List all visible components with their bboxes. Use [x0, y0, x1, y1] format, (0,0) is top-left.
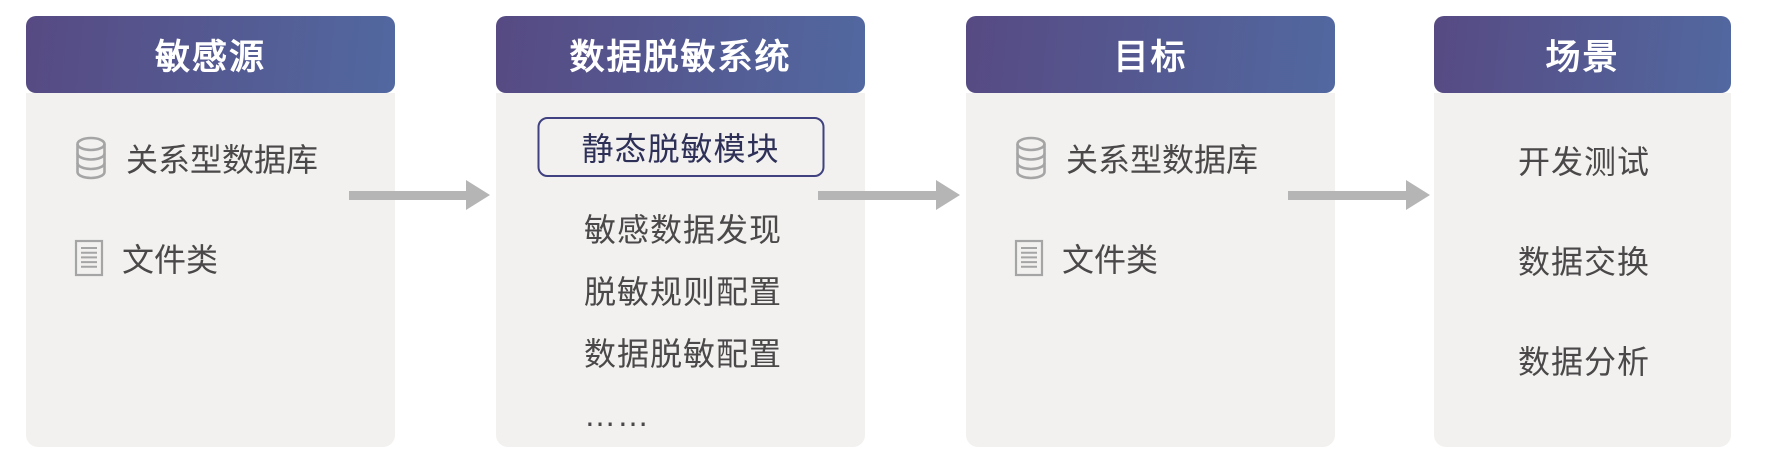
card-title-masking-system: 数据脱敏系统 [496, 16, 865, 93]
list-item-ellipsis: …… [584, 396, 650, 433]
list-item: 关系型数据库 [1014, 134, 1258, 182]
list-item: 文件类 [1014, 234, 1158, 282]
list-item-label: 文件类 [122, 242, 219, 278]
card-body-sensitive-source: 关系型数据库 文件类 [26, 93, 395, 447]
card-sensitive-source: 敏感源 关系型数据库 [26, 16, 395, 447]
highlight-box-label: 静态脱敏模块 [581, 131, 780, 167]
static-masking-module-box: 静态脱敏模块 [537, 117, 824, 177]
list-item: 数据交换 [1518, 244, 1651, 280]
list-item: 敏感数据发现 [584, 212, 783, 248]
card-body-target: 关系型数据库 文件类 [966, 93, 1335, 447]
card-target: 目标 关系型数据库 [966, 16, 1335, 447]
list-item: 关系型数据库 [74, 134, 318, 182]
list-item-label: 关系型数据库 [1066, 142, 1259, 178]
list-item: 文件类 [74, 234, 218, 282]
file-icon [74, 239, 104, 277]
list-item: 开发测试 [1518, 144, 1651, 180]
database-icon [1014, 136, 1048, 180]
list-item-label: 关系型数据库 [126, 142, 319, 178]
list-item: 脱敏规则配置 [584, 274, 783, 310]
card-body-scenario: 开发测试 数据交换 数据分析 [1434, 93, 1731, 447]
file-icon [1014, 239, 1044, 277]
card-title-target: 目标 [966, 16, 1335, 93]
list-item-label: 文件类 [1062, 242, 1159, 278]
card-title-sensitive-source: 敏感源 [26, 16, 395, 93]
card-scenario: 场景 开发测试 数据交换 数据分析 [1434, 16, 1731, 447]
list-item: 数据分析 [1518, 344, 1651, 380]
card-title-scenario: 场景 [1434, 16, 1731, 93]
database-icon [74, 136, 108, 180]
card-masking-system: 数据脱敏系统 静态脱敏模块 敏感数据发现 脱敏规则配置 数据脱敏配置 …… [496, 16, 865, 447]
card-body-masking-system: 静态脱敏模块 敏感数据发现 脱敏规则配置 数据脱敏配置 …… [496, 93, 865, 447]
list-item: 数据脱敏配置 [584, 336, 783, 372]
